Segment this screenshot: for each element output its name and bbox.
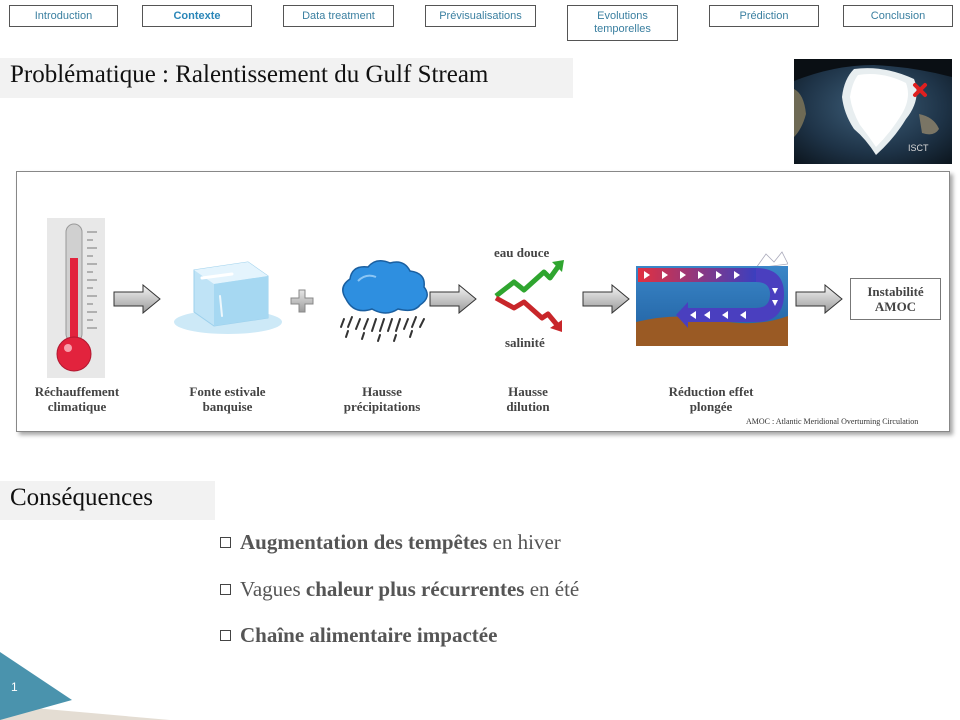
svg-text:ISCT: ISCT [908,143,929,153]
checkbox-bullet-icon [220,537,231,548]
consequence-text: en été [524,577,580,601]
step-caption-dilution: Hausse dilution [488,384,568,414]
consequences-heading: Conséquences [10,484,154,511]
arrow-right-icon [113,284,161,314]
step-caption-sinking-text: Réduction effet plongée [668,384,754,414]
arrow-right-icon [582,284,630,314]
consequence-bold-text: Chaîne alimentaire impactée [240,623,498,647]
consequence-item: Augmentation des tempêtes en hiver [220,530,561,555]
consequences-heading-background [0,481,215,520]
amoc-footnote: AMOC : Atlantic Meridional Overturning C… [746,417,919,426]
greenland-map-image: ISCT [794,59,952,164]
tab-previsualisations[interactable]: Prévisualisations [425,5,536,27]
consequence-item: Chaîne alimentaire impactée [220,623,497,648]
step-caption-warming-text: Réchauffement climatique [34,384,120,414]
tab-prediction[interactable]: Prédiction [709,5,819,27]
tab-introduction[interactable]: Introduction [9,5,118,27]
amoc-instability-label: Instabilité AMOC [867,284,924,314]
consequence-bold-text: chaleur plus récurrentes [305,577,525,601]
tab-contexte[interactable]: Contexte [142,5,252,27]
consequence-item: Vagues chaleur plus récurrentes en été [220,577,579,602]
step-caption-warming: Réchauffement climatique [20,384,134,414]
arrow-right-icon [795,284,843,314]
amoc-instability-box: Instabilité AMOC [850,278,941,320]
rain-cloud-icon [340,260,428,342]
page-number: 1 [11,680,18,694]
checkbox-bullet-icon [220,584,231,595]
arrow-right-icon [429,284,477,314]
corner-decoration [0,652,170,720]
fresh-water-label: eau douce [494,245,550,260]
page-title: Problématique : Ralentissement du Gulf S… [10,61,489,88]
plus-icon [290,289,314,313]
gulf-stream-diagram-panel [16,171,950,432]
step-caption-ice-melt-text: Fonte estivale banquise [189,384,266,414]
checkbox-bullet-icon [220,630,231,641]
consequence-bold-text: Augmentation des tempêtes [240,530,488,554]
salinity-label: salinité [505,335,545,350]
top-navigation: Introduction Contexte Data treatment Pré… [0,5,960,45]
thermometer-icon [47,218,105,378]
step-caption-sinking: Réduction effet plongée [655,384,767,414]
tab-evolutions-temporelles[interactable]: Evolutions temporelles [567,5,678,41]
ocean-circulation-icon [636,251,788,346]
step-caption-precipitation: Hausse précipitations [326,384,438,414]
consequence-text: en hiver [487,530,561,554]
step-caption-precipitation-text: Hausse précipitations [343,384,421,414]
tab-data-treatment[interactable]: Data treatment [283,5,394,27]
consequence-text: Vagues [240,577,306,601]
trend-up-arrow-icon [494,260,564,298]
step-caption-ice-melt: Fonte estivale banquise [170,384,285,414]
step-caption-dilution-text: Hausse dilution [506,384,550,414]
trend-down-arrow-icon [494,295,562,332]
ice-cube-icon [174,261,282,334]
title-background [0,58,573,98]
tab-conclusion[interactable]: Conclusion [843,5,953,27]
